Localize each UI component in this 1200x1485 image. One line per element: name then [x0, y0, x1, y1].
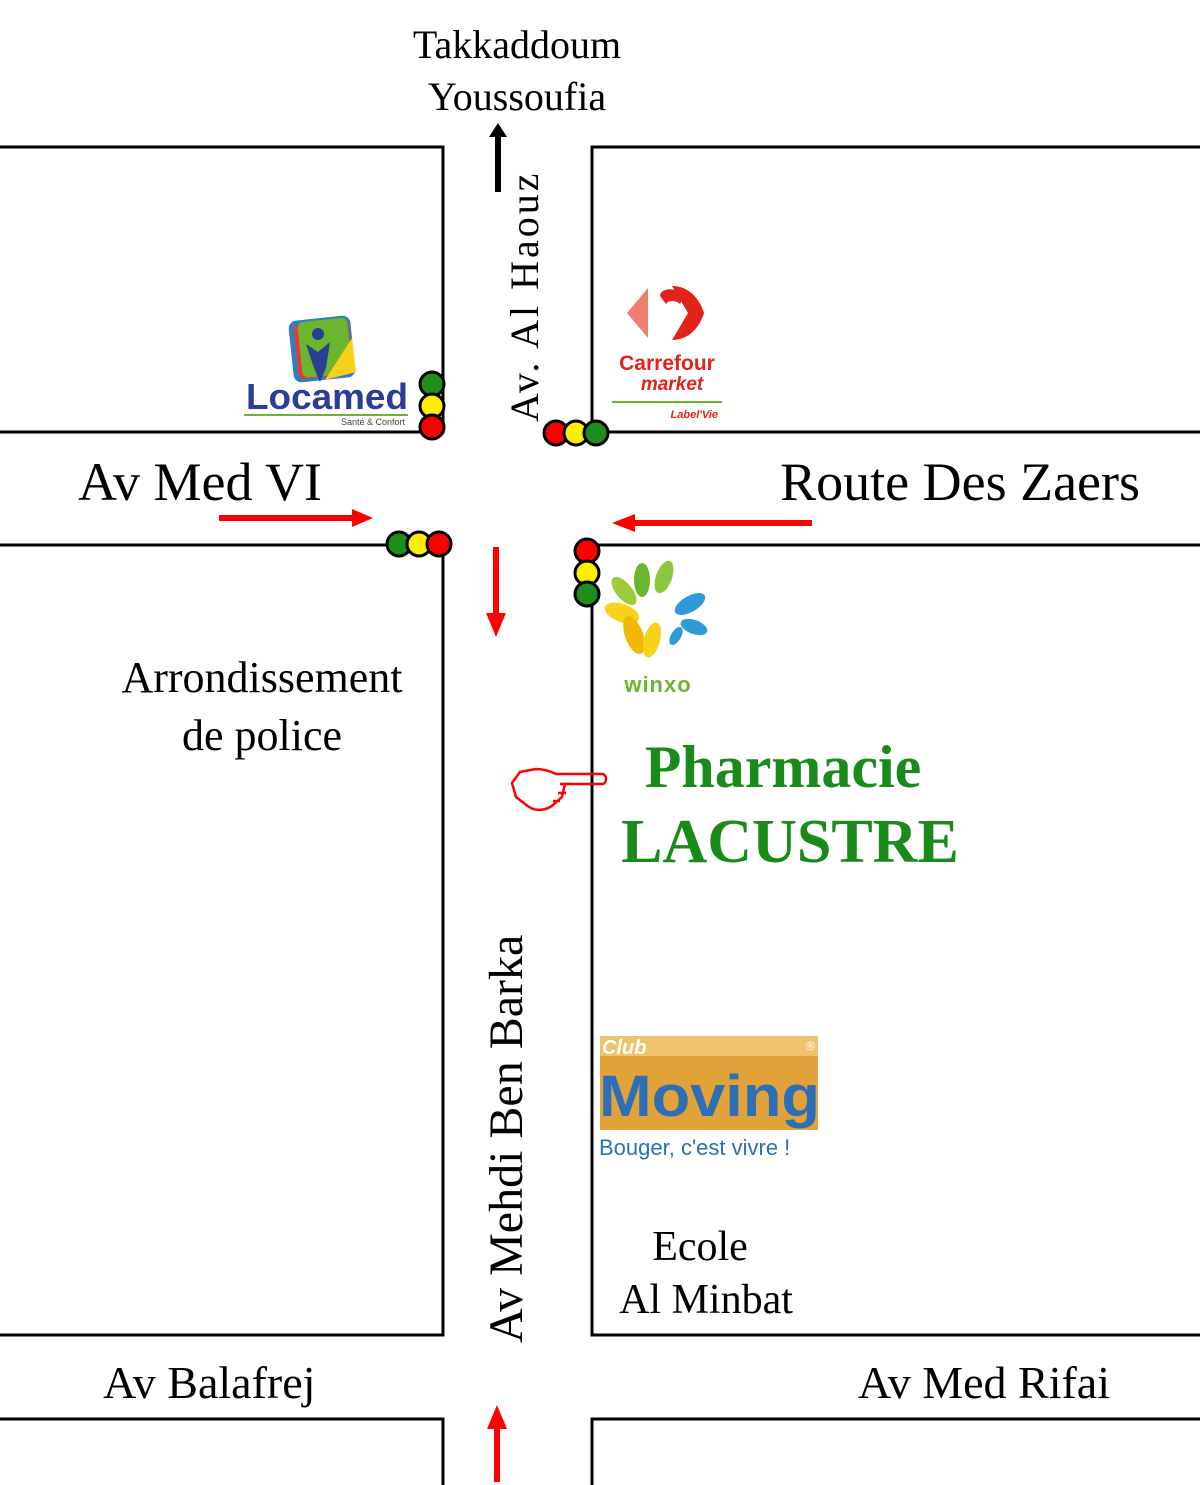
- arrow-av-med-vi: [219, 509, 373, 527]
- traffic-light-northeast: [542, 419, 610, 447]
- pharmacy-name-line1: Pharmacie: [645, 734, 922, 800]
- club-moving-logo: Club ® Moving Bouger, c'est vivre !: [599, 1036, 820, 1160]
- destination-line1: Takkaddoum: [413, 22, 621, 67]
- arrow-up-ben-barka: [487, 1405, 507, 1482]
- block-middle-right: [590, 543, 1200, 1337]
- block-bottom-left: [0, 1417, 445, 1485]
- winxo-logo: winxo: [604, 560, 708, 697]
- carrefour-emblem-icon: [627, 286, 704, 340]
- winxo-flower-icon: [604, 560, 708, 658]
- block-top-left: [0, 145, 445, 434]
- locamed-name: Locamed: [246, 376, 408, 417]
- road-outlines: [0, 145, 1200, 1485]
- traffic-light-southeast: [573, 537, 601, 608]
- street-av-med-rifai: Av Med Rifai: [858, 1357, 1110, 1408]
- carrefour-line1: Carrefour: [619, 352, 715, 375]
- arrow-route-des-zaers: [612, 514, 812, 532]
- club-moving-top: Club: [602, 1037, 646, 1059]
- street-av-med-vi: Av Med VI: [78, 452, 322, 512]
- street-av-al-haouz: Av. Al Haouz: [502, 170, 547, 422]
- pharmacy-name-line2: LACUSTRE: [621, 808, 959, 876]
- locamed-tagline: Santé & Confort: [341, 417, 406, 427]
- winxo-name: winxo: [623, 672, 691, 697]
- school-line1: Ecole: [652, 1224, 748, 1270]
- pointing-hand-icon: [510, 767, 608, 812]
- traffic-light-northwest: [418, 370, 446, 441]
- block-top-right: [590, 145, 1200, 434]
- carrefour-line3: Label'Vie: [671, 409, 718, 421]
- street-av-balafrej: Av Balafrej: [103, 1357, 315, 1408]
- traffic-light-southwest: [385, 530, 453, 558]
- destination-line2: Youssoufia: [428, 74, 606, 119]
- street-av-mehdi-ben-barka: Av Mehdi Ben Barka: [480, 935, 533, 1343]
- school-line2: Al Minbat: [619, 1277, 793, 1323]
- locamed-logo: Locamed Santé & Confort: [244, 315, 408, 427]
- police-line2: de police: [182, 711, 342, 760]
- arrow-down-ben-barka: [486, 547, 506, 637]
- police-line1: Arrondissement: [121, 653, 402, 702]
- locamed-emblem-icon: [288, 315, 356, 383]
- club-moving-slogan: Bouger, c'est vivre !: [599, 1135, 790, 1160]
- carrefour-line2: market: [641, 374, 704, 395]
- club-moving-mark: ®: [806, 1039, 815, 1053]
- block-bottom-right: [590, 1417, 1200, 1485]
- carrefour-market-logo: Carrefour market Label'Vie: [612, 286, 722, 421]
- street-route-des-zaers: Route Des Zaers: [780, 452, 1140, 512]
- club-moving-name: Moving: [599, 1064, 820, 1129]
- north-arrow: [489, 123, 507, 192]
- block-middle-left: [0, 543, 445, 1337]
